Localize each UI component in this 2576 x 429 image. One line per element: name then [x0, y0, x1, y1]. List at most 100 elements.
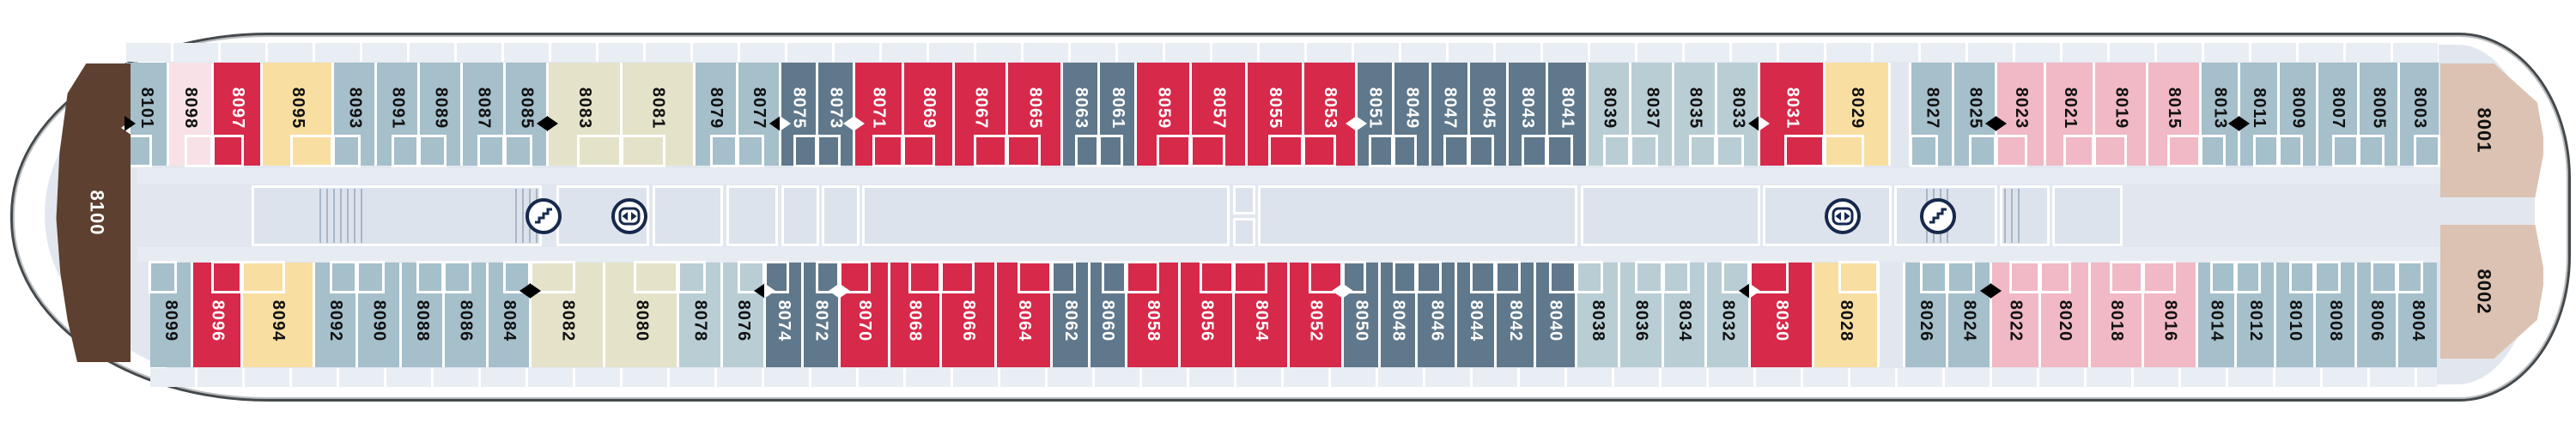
cabin-8093[interactable]: 8093 [332, 63, 375, 167]
cabin-8009[interactable]: 8009 [2277, 63, 2316, 167]
cabin-8077[interactable]: 8077 [737, 63, 781, 167]
cabin-8034[interactable]: 8034 [1662, 261, 1705, 367]
cabin-8076[interactable]: 8076 [722, 261, 766, 367]
cabin-8059[interactable]: 8059 [1137, 63, 1192, 167]
cabin-8030[interactable]: 8030 [1748, 261, 1812, 367]
cabin-8068[interactable]: 8068 [890, 261, 941, 367]
cabin-8060[interactable]: 8060 [1090, 261, 1127, 367]
cabin-8061[interactable]: 8061 [1098, 63, 1135, 167]
cabin-8039[interactable]: 8039 [1589, 63, 1631, 167]
cabin-8081[interactable]: 8081 [620, 63, 694, 167]
cabin-8090[interactable]: 8090 [356, 261, 399, 367]
cabin-8051[interactable]: 8051 [1355, 63, 1394, 167]
cabin-8012[interactable]: 8012 [2235, 261, 2274, 367]
cabin-8084[interactable]: 8084 [488, 261, 532, 367]
cabin-8064[interactable]: 8064 [997, 261, 1053, 367]
cabin-8083[interactable]: 8083 [547, 63, 622, 167]
cabin-8038[interactable]: 8038 [1575, 261, 1619, 367]
cabin-8071[interactable]: 8071 [854, 63, 904, 167]
cabin-8021[interactable]: 8021 [2046, 63, 2095, 167]
cabin-8022[interactable]: 8022 [1990, 261, 2041, 367]
cabin-8096[interactable]: 8096 [193, 261, 243, 367]
cabin-8014[interactable]: 8014 [2197, 261, 2237, 367]
cabin-8036[interactable]: 8036 [1620, 261, 1663, 367]
cabin-8019[interactable]: 8019 [2093, 63, 2147, 167]
cabin-8015[interactable]: 8015 [2148, 63, 2201, 167]
cabin-8004[interactable]: 8004 [2396, 261, 2438, 367]
cabin-8042[interactable]: 8042 [1494, 261, 1534, 367]
cabin-8075[interactable]: 8075 [780, 63, 818, 167]
cabin-8092[interactable]: 8092 [314, 261, 358, 367]
cabin-8091[interactable]: 8091 [377, 63, 420, 167]
cabin-8016[interactable]: 8016 [2142, 261, 2196, 367]
cabin-8066[interactable]: 8066 [939, 261, 995, 367]
cabin-8089[interactable]: 8089 [418, 63, 461, 167]
stern-suite-8001[interactable]: 8001 [2440, 63, 2543, 197]
cabin-8052[interactable]: 8052 [1290, 261, 1343, 367]
cabin-8070[interactable]: 8070 [839, 261, 888, 367]
bow-suite-8100[interactable]: 8100 [56, 63, 131, 362]
cabin-8026[interactable]: 8026 [1905, 261, 1948, 367]
cabin-8043[interactable]: 8043 [1509, 63, 1547, 167]
cabin-8058[interactable]: 8058 [1125, 261, 1179, 367]
cabin-8062[interactable]: 8062 [1051, 261, 1088, 367]
cabin-8063[interactable]: 8063 [1063, 63, 1100, 167]
cabin-8095[interactable]: 8095 [263, 63, 334, 167]
cabin-8048[interactable]: 8048 [1381, 261, 1418, 367]
cabin-8010[interactable]: 8010 [2275, 261, 2315, 367]
cabin-8040[interactable]: 8040 [1535, 261, 1577, 367]
cabin-8078[interactable]: 8078 [677, 261, 720, 367]
cabin-8011[interactable]: 8011 [2239, 63, 2279, 167]
cabin-8094[interactable]: 8094 [241, 261, 313, 367]
cabin-8023[interactable]: 8023 [1996, 63, 2044, 167]
cabin-8020[interactable]: 8020 [2039, 261, 2088, 367]
cabin-8018[interactable]: 8018 [2090, 261, 2144, 367]
cabin-8082[interactable]: 8082 [530, 261, 604, 367]
cabin-8074[interactable]: 8074 [764, 261, 801, 367]
cabin-8072[interactable]: 8072 [803, 261, 841, 367]
cabin-8027[interactable]: 8027 [1910, 63, 1953, 167]
cabin-8069[interactable]: 8069 [902, 63, 953, 167]
cabin-8088[interactable]: 8088 [401, 261, 445, 367]
cabin-8099[interactable]: 8099 [149, 261, 191, 367]
cabin-8080[interactable]: 8080 [605, 261, 679, 367]
cabin-8053[interactable]: 8053 [1303, 63, 1357, 167]
cabin-8049[interactable]: 8049 [1392, 63, 1429, 167]
cabin-8055[interactable]: 8055 [1247, 63, 1304, 167]
cabin-8032[interactable]: 8032 [1707, 261, 1750, 367]
cabin-8033[interactable]: 8033 [1716, 63, 1760, 167]
cabin-8085[interactable]: 8085 [504, 63, 549, 167]
cabin-8050[interactable]: 8050 [1341, 261, 1379, 367]
cabin-8008[interactable]: 8008 [2313, 261, 2354, 367]
cabin-8044[interactable]: 8044 [1457, 261, 1496, 367]
cabin-8028[interactable]: 8028 [1814, 261, 1880, 367]
cabin-8086[interactable]: 8086 [443, 261, 486, 367]
cabin-8057[interactable]: 8057 [1190, 63, 1245, 167]
cabin-8041[interactable]: 8041 [1546, 63, 1587, 167]
cabin-8003[interactable]: 8003 [2400, 63, 2440, 167]
cabin-8047[interactable]: 8047 [1431, 63, 1470, 167]
cabin-8098[interactable]: 8098 [169, 63, 214, 167]
cabin-8013[interactable]: 8013 [2200, 63, 2240, 167]
cabin-8024[interactable]: 8024 [1947, 261, 1991, 367]
cabin-8005[interactable]: 8005 [2357, 63, 2398, 167]
cabin-8035[interactable]: 8035 [1674, 63, 1717, 167]
cabin-8056[interactable]: 8056 [1181, 261, 1234, 367]
cabin-8046[interactable]: 8046 [1416, 261, 1455, 367]
cabin-8031[interactable]: 8031 [1759, 63, 1826, 167]
cabin-8079[interactable]: 8079 [696, 63, 738, 167]
cabin-8097[interactable]: 8097 [212, 63, 261, 167]
cabin-8037[interactable]: 8037 [1630, 63, 1673, 167]
cabin-8054[interactable]: 8054 [1232, 261, 1288, 367]
cabin-8006[interactable]: 8006 [2356, 261, 2397, 367]
stern-suite-8002[interactable]: 8002 [2440, 225, 2543, 359]
cabin-8045[interactable]: 8045 [1468, 63, 1507, 167]
cabin-8073[interactable]: 8073 [817, 63, 854, 167]
cabin-8025[interactable]: 8025 [1954, 63, 1997, 167]
cabin-8087[interactable]: 8087 [463, 63, 506, 167]
cabin-8007[interactable]: 8007 [2318, 63, 2359, 167]
cabin-8067[interactable]: 8067 [955, 63, 1008, 167]
cabin-8101[interactable]: 8101 [125, 63, 167, 167]
cabin-8065[interactable]: 8065 [1006, 63, 1061, 167]
cabin-8029[interactable]: 8029 [1824, 63, 1889, 167]
